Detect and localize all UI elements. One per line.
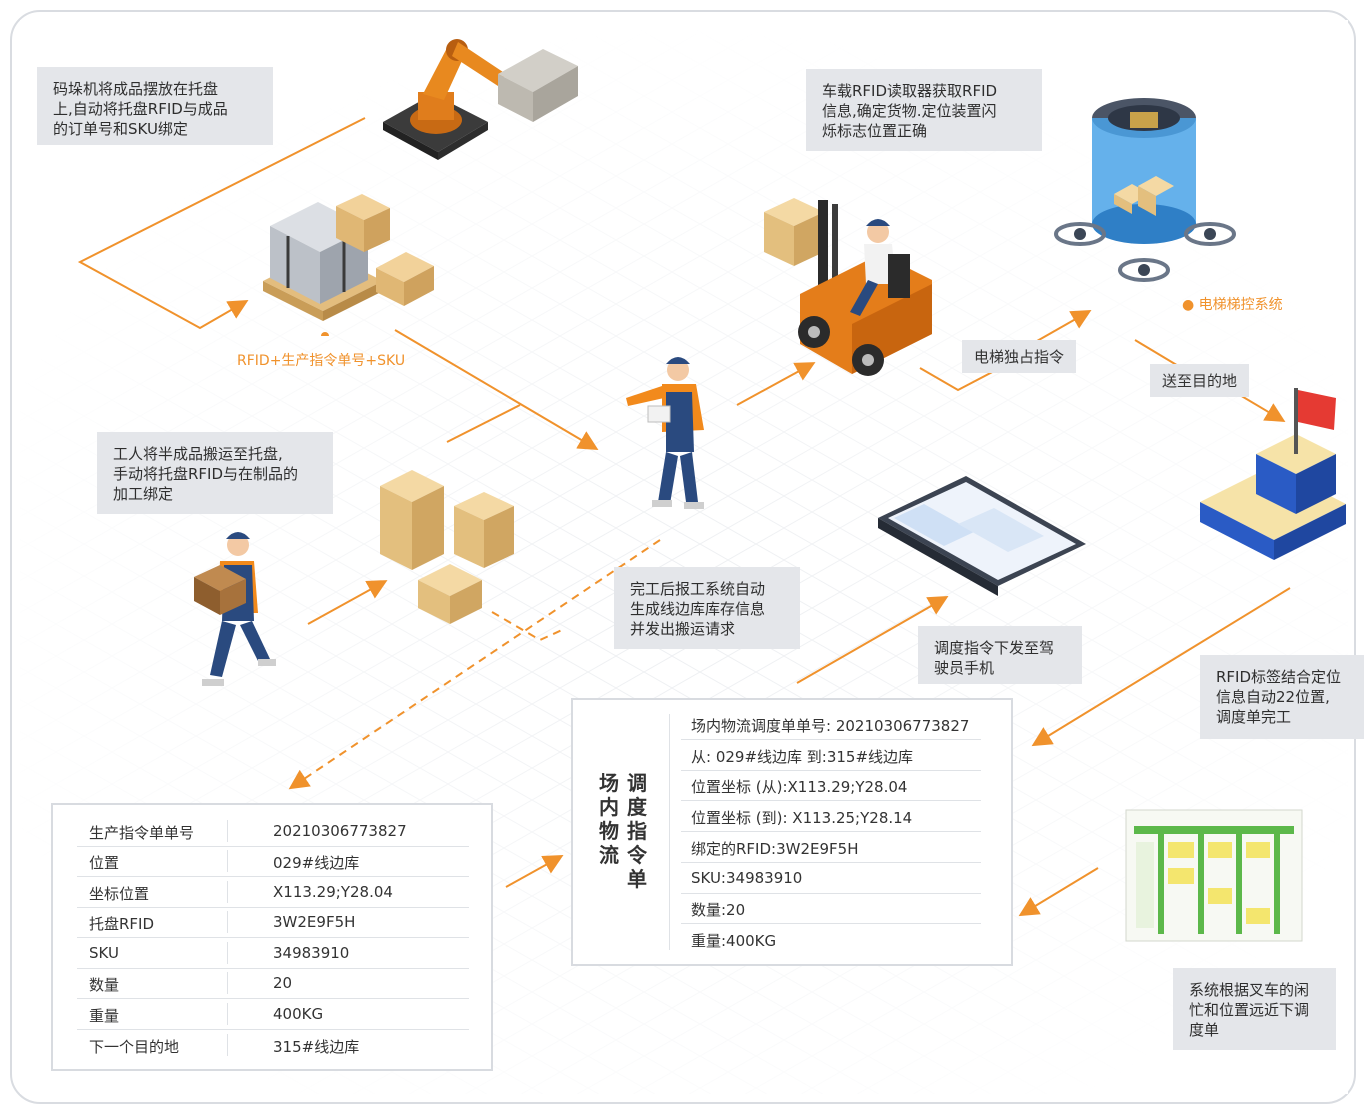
table-row: SKU:34983910 <box>681 863 981 894</box>
row-key: 托盘RFID <box>89 915 155 933</box>
note-line: 信息自动22位置, <box>1216 688 1330 706</box>
note-line: 车载RFID读取器获取RFID <box>822 82 998 100</box>
note-line: 码垛机将成品摆放在托盘 <box>53 80 219 98</box>
title-char: 流 <box>599 843 619 867</box>
title-char: 指 <box>627 819 647 843</box>
note-line: 生成线边库库存信息 <box>630 600 766 618</box>
note-line: 系统根据叉车的闲 <box>1189 981 1310 999</box>
note-line: 驶员手机 <box>934 659 995 677</box>
worker-carrying-icon <box>194 532 276 686</box>
note-line: 信息,确定货物.定位装置闪 <box>822 102 997 120</box>
row-key: 数量 <box>89 976 120 994</box>
table-row: 生产指令单单号 20210306773827 <box>77 816 469 847</box>
crate-boxes-icon <box>380 470 514 624</box>
title-char: 内 <box>599 795 619 819</box>
warehouse-map-icon <box>1125 809 1303 942</box>
row-value: 34983910 <box>273 944 350 962</box>
note-line: 并发出搬运请求 <box>630 620 736 638</box>
note-line: 完工后报工系统自动 <box>630 580 766 598</box>
table-row: SKU 34983910 <box>77 938 469 969</box>
table-row: 绑定的RFID:3W2E9F5H <box>681 832 981 863</box>
note-palletizer: 码垛机将成品摆放在托盘 上,自动将托盘RFID与成品 的订单号和SKU绑定 <box>37 67 273 145</box>
table-row: 重量:400KG <box>681 924 981 954</box>
note-rfid-reader: 车载RFID读取器获取RFID 信息,确定货物.定位装置闪 烁标志位置正确 <box>806 69 1042 151</box>
title-char: 单 <box>627 867 647 891</box>
bullet-dot: ● <box>1182 297 1199 313</box>
table-divider <box>669 714 670 950</box>
table-row: 坐标位置 X113.29;Y28.04 <box>77 877 469 908</box>
elevator-system-text: 电梯梯控系统 <box>1198 297 1283 313</box>
row-value: 3W2E9F5H <box>273 913 356 931</box>
table-row: 数量 20 <box>77 968 469 999</box>
row-key: 重量 <box>89 1007 120 1025</box>
note-line: 工人将半成品搬运至托盘, <box>113 445 283 463</box>
row-value: X113.29;Y28.04 <box>273 883 393 901</box>
forklift-icon <box>764 198 932 376</box>
note-line: 上,自动将托盘RFID与成品 <box>53 100 228 118</box>
note-line: 烁标志位置正确 <box>822 122 928 140</box>
note-line: 加工绑定 <box>113 485 174 503</box>
table-row: 重量 400KG <box>77 999 469 1030</box>
note-dispatch: 调度指令下发至驾 驶员手机 <box>918 626 1082 684</box>
row-text: 重量:400KG <box>691 932 777 950</box>
row-key: 生产指令单单号 <box>89 824 195 842</box>
pallet-tag-label: RFID+生产指令单号+SKU <box>237 353 406 369</box>
supervisor-icon <box>626 357 704 509</box>
note-worker: 工人将半成品搬运至托盘, 手动将托盘RFID与在制品的 加工绑定 <box>97 432 333 514</box>
note-line: 忙和位置远近下调 <box>1189 1001 1310 1019</box>
elevator-command-chip: 电梯独占指令 <box>962 340 1077 373</box>
row-value: 20 <box>273 974 293 992</box>
title-char: 场 <box>599 771 619 795</box>
table-row: 从: 029#线边库 到:315#线边库 <box>681 740 981 771</box>
note-system-dispatch: 系统根据叉车的闲 忙和位置远近下调 度单 <box>1173 968 1336 1050</box>
pallet-stack-icon <box>263 194 434 336</box>
title-char: 度 <box>627 795 647 819</box>
table-row: 数量:20 <box>681 893 981 924</box>
table-row: 场内物流调度单单号: 20210306773827 <box>681 709 981 740</box>
dispatch-order-title: 场 内 物 流 调 度 指 令 单 <box>595 772 655 892</box>
title-char: 令 <box>627 843 647 867</box>
row-value: 315#线边库 <box>273 1038 360 1056</box>
tablet-icon <box>878 476 1086 596</box>
row-key: 坐标位置 <box>89 885 150 903</box>
note-line: 度单 <box>1189 1021 1220 1039</box>
row-text: SKU:34983910 <box>691 869 803 887</box>
title-char: 物 <box>599 819 619 843</box>
row-text: 绑定的RFID:3W2E9F5H <box>691 840 859 858</box>
note-line: 调度单完工 <box>1216 708 1292 726</box>
note-line: 调度指令下发至驾 <box>934 639 1055 657</box>
row-text: 场内物流调度单单号: 20210306773827 <box>691 717 970 735</box>
note-line: 的订单号和SKU绑定 <box>53 120 188 138</box>
table-row: 下一个目的地 315#线边库 <box>77 1030 469 1060</box>
elevator-system-label: ● 电梯梯控系统 <box>1182 294 1283 314</box>
row-text: 位置坐标 (从):X113.29;Y28.04 <box>691 778 908 796</box>
row-value: 029#线边库 <box>273 854 360 872</box>
elevator-icon <box>1054 98 1236 282</box>
row-value: 20210306773827 <box>273 822 407 840</box>
table-row: 位置 029#线边库 <box>77 846 469 877</box>
row-key: 位置 <box>89 854 120 872</box>
production-order-table: 生产指令单单号 20210306773827 位置 029#线边库 坐标位置 X113… <box>51 803 493 1071</box>
row-text: 数量:20 <box>691 901 746 919</box>
table-row: 托盘RFID 3W2E9F5H <box>77 907 469 938</box>
row-key: 下一个目的地 <box>89 1038 180 1056</box>
destination-flag-icon <box>1200 388 1346 560</box>
table-row: 位置坐标 (从):X113.29;Y28.04 <box>681 770 981 801</box>
table-row: 位置坐标 (到): X113.25;Y28.14 <box>681 801 981 832</box>
note-completion: 完工后报工系统自动 生成线边库库存信息 并发出搬运请求 <box>614 567 800 649</box>
title-char: 调 <box>627 771 647 795</box>
row-text: 从: 029#线边库 到:315#线边库 <box>691 748 914 766</box>
note-line: RFID标签结合定位 <box>1216 668 1342 686</box>
note-line: 手动将托盘RFID与在制品的 <box>113 465 299 483</box>
robot-arm-icon <box>383 39 578 160</box>
note-rfid-complete: RFID标签结合定位 信息自动22位置, 调度单完工 <box>1200 655 1364 739</box>
row-text: 位置坐标 (到): X113.25;Y28.14 <box>691 809 913 827</box>
dispatch-order-table: 场 内 物 流 调 度 指 令 单 场内物流调度单单号: 20210306773… <box>571 698 1013 966</box>
row-value: 400KG <box>273 1005 324 1023</box>
send-destination-chip: 送至目的地 <box>1150 364 1250 397</box>
row-key: SKU <box>89 944 119 962</box>
